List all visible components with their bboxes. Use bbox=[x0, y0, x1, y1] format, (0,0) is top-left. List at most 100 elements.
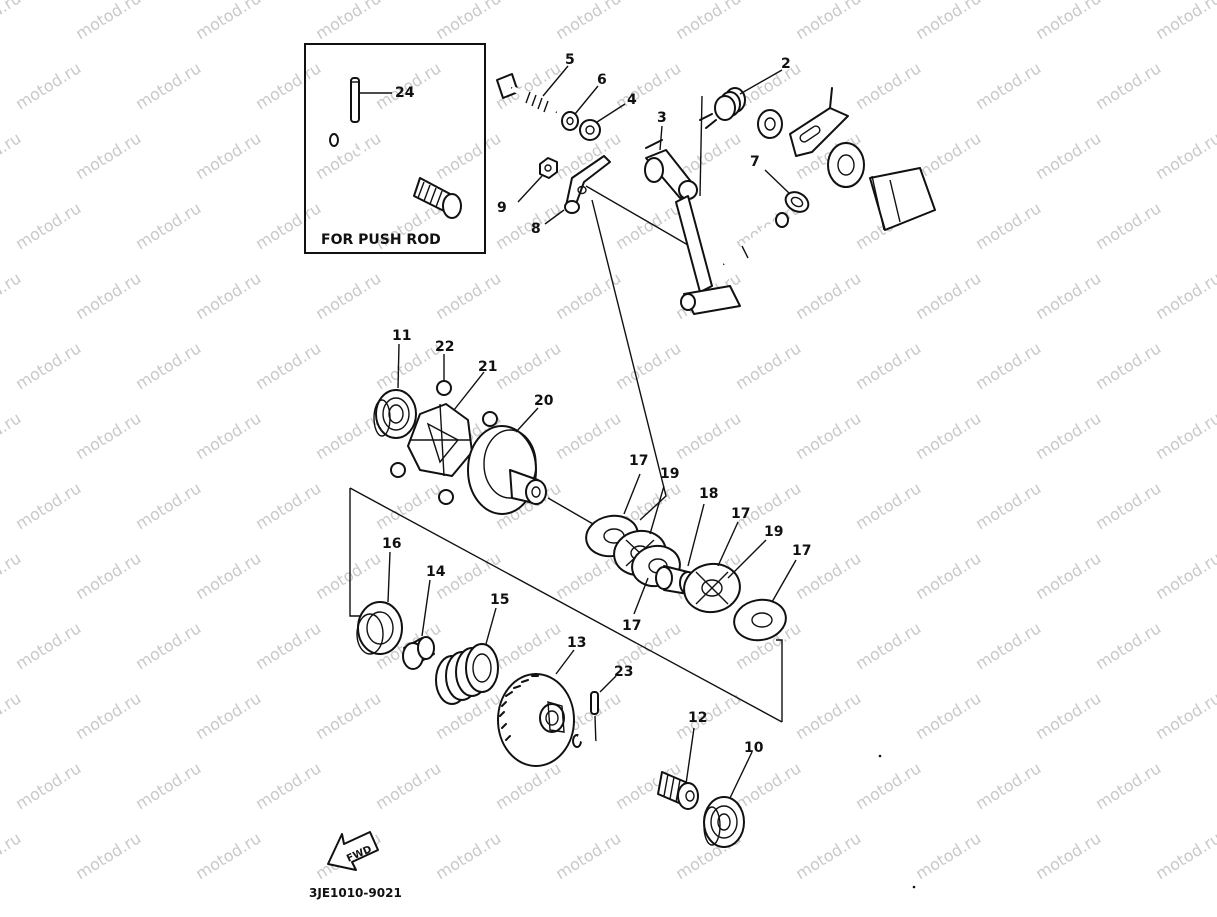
leader-12 bbox=[685, 727, 695, 785]
watermark-text: motod.ru bbox=[312, 128, 384, 183]
watermark-text: motod.ru bbox=[192, 0, 264, 43]
inset-caption: FOR PUSH ROD bbox=[321, 232, 441, 248]
part-13-gear bbox=[497, 673, 575, 767]
callout-13: 13 bbox=[567, 635, 586, 651]
watermark-text: motod.ru bbox=[72, 828, 144, 883]
watermark-text: motod.ru bbox=[72, 688, 144, 743]
watermark-text: motod.ru bbox=[1032, 408, 1104, 463]
callout-20: 20 bbox=[534, 393, 554, 409]
callout-3: 3 bbox=[657, 110, 667, 126]
leader-17a bbox=[623, 473, 641, 515]
watermark-text: motod.ru bbox=[0, 408, 24, 463]
watermark-text: motod.ru bbox=[912, 268, 984, 323]
watermark-text: motod.ru bbox=[552, 268, 624, 323]
part-17-plate-c bbox=[733, 598, 787, 642]
callout-22: 22 bbox=[435, 339, 454, 355]
part-3-lever bbox=[644, 139, 698, 200]
watermark-text: motod.ru bbox=[1152, 408, 1217, 463]
drawing-code: 3JE1010-9021 bbox=[309, 886, 402, 900]
watermark-text: motod.ru bbox=[132, 198, 204, 253]
part-19-friction-b bbox=[683, 562, 741, 614]
watermark-text: motod.ru bbox=[552, 0, 624, 43]
callout-4: 4 bbox=[627, 92, 637, 108]
watermark-text: motod.ru bbox=[312, 688, 384, 743]
watermark-text: motod.ru bbox=[432, 0, 504, 43]
watermark-text: motod.ru bbox=[432, 828, 504, 883]
part-7-bushing bbox=[784, 191, 810, 213]
shift-arm-shaft bbox=[585, 185, 789, 315]
watermark-text: motod.ru bbox=[1092, 338, 1164, 393]
watermark-text: motod.ru bbox=[972, 58, 1044, 113]
part-23-pin bbox=[590, 691, 599, 715]
callout-7: 7 bbox=[750, 154, 760, 170]
watermark-text: motod.ru bbox=[252, 758, 324, 813]
watermark-text: motod.ru bbox=[852, 618, 924, 673]
callout-21: 21 bbox=[478, 359, 497, 375]
speck bbox=[878, 754, 882, 758]
callout-12: 12 bbox=[688, 710, 707, 726]
callout-17c: 17 bbox=[792, 543, 811, 559]
callout-19b: 19 bbox=[764, 524, 783, 540]
leader-8 bbox=[544, 209, 565, 225]
watermark-text: motod.ru bbox=[192, 268, 264, 323]
callout-11: 11 bbox=[392, 328, 411, 344]
part-14-collar bbox=[402, 636, 435, 670]
watermark-text: motod.ru bbox=[312, 0, 384, 43]
watermark-text: motod.ru bbox=[72, 0, 144, 43]
part-24-pin bbox=[350, 77, 360, 123]
watermark-text: motod.ru bbox=[972, 618, 1044, 673]
callout-17a: 17 bbox=[629, 453, 648, 469]
watermark-text: motod.ru bbox=[12, 198, 84, 253]
watermark-text: motod.ru bbox=[972, 758, 1044, 813]
watermark-text: motod.ru bbox=[132, 478, 204, 533]
callout-15: 15 bbox=[490, 592, 509, 608]
watermark-text: motod.ru bbox=[672, 688, 744, 743]
watermark-text: motod.ru bbox=[252, 338, 324, 393]
leader-23 bbox=[599, 675, 617, 693]
fwd-arrow-icon: FWD bbox=[327, 831, 379, 871]
watermark-text: motod.ru bbox=[72, 268, 144, 323]
leader-21 bbox=[453, 371, 485, 411]
stack-axis bbox=[547, 497, 601, 529]
watermark-text: motod.ru bbox=[1092, 198, 1164, 253]
watermark-text: motod.ru bbox=[1152, 0, 1217, 43]
callout-8: 8 bbox=[531, 221, 541, 237]
callout-17b: 17 bbox=[731, 506, 750, 522]
collar bbox=[757, 109, 783, 139]
main-shaft-fragment bbox=[827, 142, 936, 231]
watermark-text: motod.ru bbox=[672, 0, 744, 43]
watermark-text: motod.ru bbox=[792, 828, 864, 883]
watermark-text: motod.ru bbox=[192, 548, 264, 603]
leader-11 bbox=[397, 343, 400, 389]
watermark-text: motod.ru bbox=[852, 58, 924, 113]
callout-16: 16 bbox=[382, 536, 401, 552]
push-rod-inset: 24 FOR PUSH ROD bbox=[304, 43, 486, 254]
shift-plate bbox=[789, 87, 849, 157]
watermark-text: motod.ru bbox=[0, 0, 24, 43]
leader-10 bbox=[729, 751, 753, 799]
watermark-text: motod.ru bbox=[312, 268, 384, 323]
watermark-text: motod.ru bbox=[792, 268, 864, 323]
watermark-text: motod.ru bbox=[552, 408, 624, 463]
watermark-text: motod.ru bbox=[792, 0, 864, 43]
speck bbox=[912, 885, 916, 889]
watermark-text: motod.ru bbox=[192, 828, 264, 883]
watermark-text: motod.ru bbox=[12, 338, 84, 393]
watermark-text: motod.ru bbox=[72, 408, 144, 463]
watermark-text: motod.ru bbox=[0, 268, 24, 323]
watermark-text: motod.ru bbox=[1032, 688, 1104, 743]
leader-14 bbox=[421, 579, 431, 637]
leader-19b bbox=[727, 539, 767, 579]
watermark-text: motod.ru bbox=[12, 618, 84, 673]
watermark-text: motod.ru bbox=[852, 338, 924, 393]
watermark-text: motod.ru bbox=[1152, 128, 1217, 183]
leader-16 bbox=[387, 551, 391, 603]
watermark-text: motod.ru bbox=[1032, 128, 1104, 183]
watermark-text: motod.ru bbox=[0, 548, 24, 603]
watermark-text: motod.ru bbox=[912, 408, 984, 463]
watermark-text: motod.ru bbox=[792, 688, 864, 743]
part-5-bolt bbox=[496, 73, 558, 115]
watermark-text: motod.ru bbox=[1092, 58, 1164, 113]
watermark-text: motod.ru bbox=[492, 758, 564, 813]
